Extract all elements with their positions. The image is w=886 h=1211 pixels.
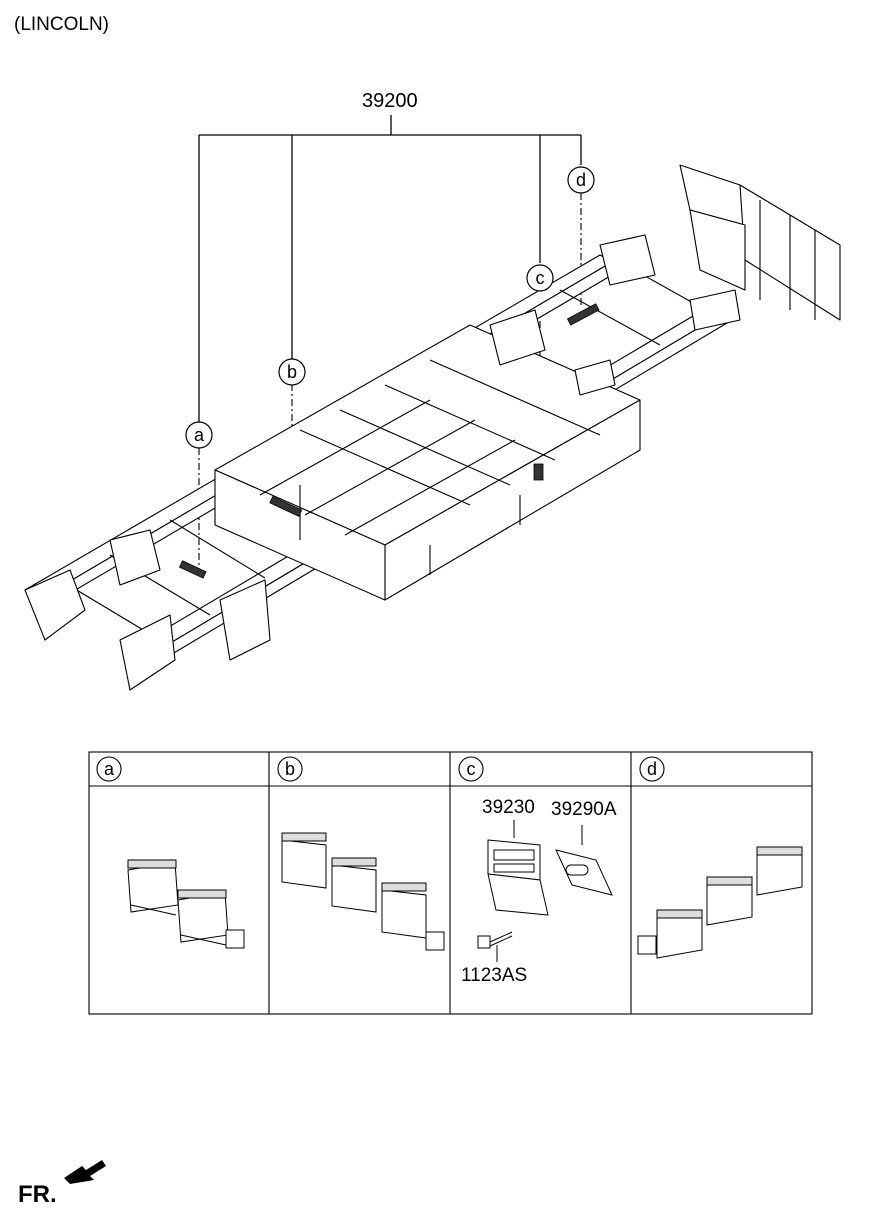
connector-assembly-d [637,846,803,959]
front-direction-label: FR. [18,1181,57,1208]
connector-assembly-b [281,832,445,951]
leader-bracket [198,115,582,422]
callout-b: b [287,362,297,382]
callout-d: d [576,170,586,190]
frame-connector-c [533,463,544,481]
table-header-b: b [285,759,295,779]
relay-39230 [487,820,549,916]
detail-table [88,751,813,1015]
callout-a: a [194,425,205,445]
part-label-39290a: 39290A [551,799,617,820]
bracket-39290a [555,825,613,896]
main-part-number: 39200 [362,90,418,112]
connector-assembly-a [127,859,245,949]
callout-circles [185,166,595,449]
part-label-39230: 39230 [482,797,535,818]
callout-c: c [536,268,545,288]
table-header-a: a [104,759,115,779]
frame-connector-d [566,303,600,326]
variant-label: (LINCOLN) [14,14,110,35]
chassis-frame [24,164,841,691]
table-header-c: c [467,759,476,779]
part-label-1123as: 1123AS [461,965,528,986]
bolt-1123as [477,931,513,962]
table-header-d: d [647,759,657,779]
frame-connector-a [178,560,207,579]
front-arrow-icon [64,1160,106,1184]
frame-connector-b [269,495,303,517]
